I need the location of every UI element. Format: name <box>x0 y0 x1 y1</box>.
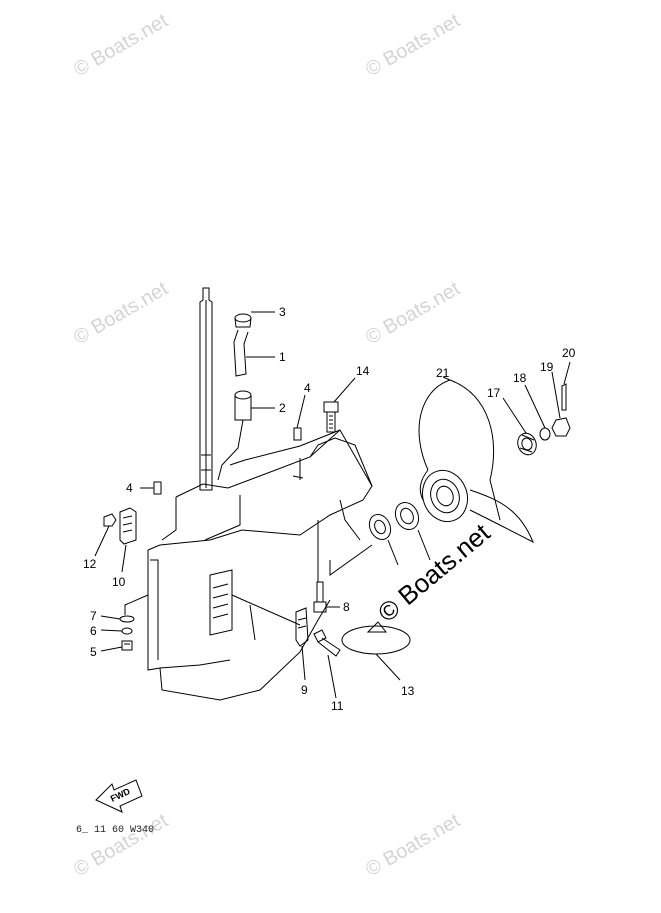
bolt-8 <box>313 581 327 613</box>
leader-lines <box>94 311 571 699</box>
callout-3: 3 <box>279 305 286 319</box>
callout-17: 17 <box>487 386 501 400</box>
water-tube <box>217 313 252 481</box>
gear-case <box>147 429 373 701</box>
dowel-pin <box>153 481 162 495</box>
callout-4: 4 <box>304 381 311 395</box>
propeller-21 <box>418 379 534 544</box>
washer-7 <box>119 615 135 623</box>
bolt-11 <box>313 629 341 657</box>
nut-19 <box>551 417 571 437</box>
callout-2: 2 <box>279 401 286 415</box>
spacer-17 <box>517 432 537 456</box>
trim-tab-9 <box>295 607 309 647</box>
callout-11: 11 <box>331 699 344 713</box>
washer-6 <box>121 627 133 635</box>
cotter-pin-20 <box>561 383 567 411</box>
callout-4: 4 <box>126 481 133 495</box>
washer-18 <box>539 427 551 441</box>
callout-10: 10 <box>112 575 126 589</box>
cover-13 <box>341 621 411 655</box>
callout-6: 6 <box>90 624 97 638</box>
seal <box>368 513 392 541</box>
thrust-washer <box>394 501 420 531</box>
fwd-arrow-icon <box>95 779 143 813</box>
callout-18: 18 <box>513 371 527 385</box>
drive-shaft <box>199 287 213 491</box>
nut-12 <box>103 513 117 527</box>
screw-5 <box>121 640 133 651</box>
callout-12: 12 <box>83 557 97 571</box>
callout-9: 9 <box>301 683 308 697</box>
callout-1: 1 <box>279 350 286 364</box>
anode-10 <box>119 507 137 545</box>
callout-20: 20 <box>562 346 576 360</box>
callout-14: 14 <box>356 364 370 378</box>
callout-19: 19 <box>540 360 554 374</box>
callout-7: 7 <box>90 609 97 623</box>
callout-5: 5 <box>90 645 97 659</box>
bolt-14 <box>323 401 339 433</box>
callout-13: 13 <box>401 684 415 698</box>
callout-8: 8 <box>343 600 350 614</box>
callout-21: 21 <box>436 366 450 380</box>
figure-code: 6_ 11 60 W340 <box>76 825 155 836</box>
dowel-pin <box>293 427 302 441</box>
